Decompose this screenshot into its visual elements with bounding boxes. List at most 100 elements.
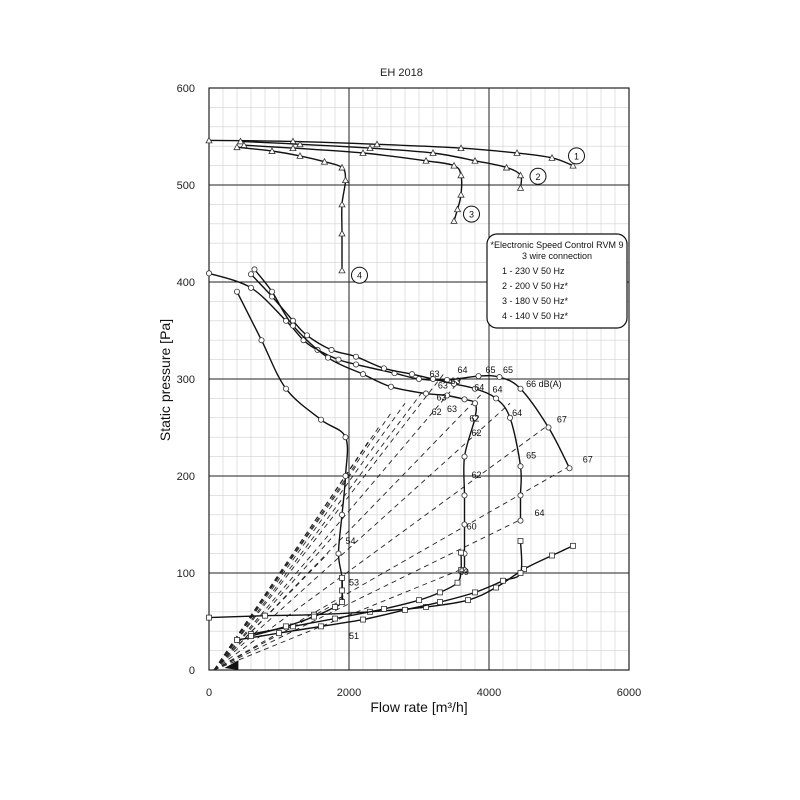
data-point [233, 143, 241, 151]
data-point [289, 322, 296, 329]
data-point [493, 584, 499, 591]
dashed-reference-line [213, 438, 371, 671]
data-point [373, 140, 381, 148]
data-point [276, 630, 282, 637]
data-point [262, 612, 268, 619]
data-point [303, 332, 310, 339]
y-tick-label: 200 [177, 471, 195, 483]
x-tick-label: 0 [206, 687, 212, 699]
data-point [566, 465, 573, 472]
series-2: 2 [236, 137, 547, 191]
db-annotation: 62 [472, 428, 482, 438]
dashed-reference-line [213, 519, 521, 671]
data-point [342, 472, 349, 479]
data-point [496, 374, 503, 381]
data-point [360, 616, 366, 623]
data-point [443, 392, 450, 399]
y-tick-label: 0 [189, 665, 195, 677]
db-annotation: 63 [438, 381, 448, 391]
data-point [471, 156, 479, 164]
data-point [332, 604, 338, 610]
legend-item: 2 - 200 V 50 Hz* [502, 281, 569, 291]
data-point [282, 385, 289, 392]
data-point [341, 176, 350, 184]
curve-number-label: 2 [535, 172, 540, 182]
y-tick-label: 500 [177, 180, 195, 192]
data-point [461, 453, 468, 460]
data-point [387, 383, 394, 390]
data-point [205, 136, 213, 144]
data-point [335, 550, 342, 557]
db-annotation: 66 dB(A) [526, 379, 562, 389]
data-point [206, 614, 212, 621]
data-point [233, 288, 240, 295]
data-point [251, 266, 258, 273]
data-point [328, 346, 335, 353]
data-point [569, 161, 577, 169]
series-line [208, 545, 574, 619]
series-1: 1 [205, 136, 585, 169]
data-point [457, 190, 465, 198]
data-point [338, 511, 345, 518]
db-annotation: 62 [472, 470, 482, 480]
series-pressure-b [247, 271, 524, 524]
legend-item: 3 - 180 V 50 Hz* [502, 296, 569, 306]
data-point [258, 337, 265, 344]
db-annotation: 54 [346, 536, 356, 546]
dashed-reference-line [213, 412, 392, 671]
db-annotation: 63 [430, 369, 440, 379]
data-point [457, 171, 465, 179]
data-point [458, 567, 464, 573]
db-annotation: 51 [349, 631, 359, 641]
curve-number-circle [529, 167, 547, 185]
data-point [338, 163, 346, 171]
y-tick-label: 600 [177, 83, 195, 95]
data-point [423, 604, 429, 610]
curve-number-circle [568, 147, 585, 165]
db-annotation: 63 [451, 376, 461, 386]
series-line [243, 144, 463, 222]
data-point [289, 144, 297, 152]
data-point [332, 615, 338, 622]
data-point [234, 637, 240, 643]
data-point [502, 163, 511, 171]
db-annotation: 67 [583, 454, 593, 464]
data-point [366, 144, 374, 152]
db-annotation: 59 [459, 567, 469, 577]
x-tick-label: 6000 [617, 687, 641, 699]
data-point [429, 375, 436, 382]
dashed-reference-lines [213, 373, 570, 671]
series-4: 4 [233, 143, 368, 284]
data-point [450, 161, 458, 169]
data-point [283, 623, 289, 630]
data-point [422, 390, 429, 397]
data-point [342, 434, 349, 441]
dashed-reference-line [213, 391, 423, 671]
data-point [450, 217, 458, 224]
db-annotation: 63 [437, 392, 447, 402]
db-annotation: 64 [535, 508, 545, 518]
dashed-reference-line [213, 402, 511, 671]
y-tick-label: 100 [177, 568, 195, 580]
data-point [429, 149, 437, 156]
db-annotation: 64 [493, 385, 503, 395]
data-point [500, 577, 506, 584]
data-point [513, 149, 521, 156]
db-annotation: 64 [458, 365, 468, 375]
data-point [471, 400, 478, 407]
data-point [338, 266, 346, 274]
series-line [236, 291, 349, 602]
db-annotation: 64 [474, 383, 484, 393]
data-point [457, 144, 465, 152]
db-annotation: 63 [447, 404, 457, 414]
dashed-reference-line [213, 402, 406, 671]
series-line [250, 273, 522, 521]
legend-item: 1 - 230 V 50 Hz [502, 266, 565, 276]
series-system-c [248, 549, 464, 638]
dashed-reference-line [213, 567, 465, 671]
data-point [453, 205, 462, 213]
data-point [311, 613, 317, 620]
